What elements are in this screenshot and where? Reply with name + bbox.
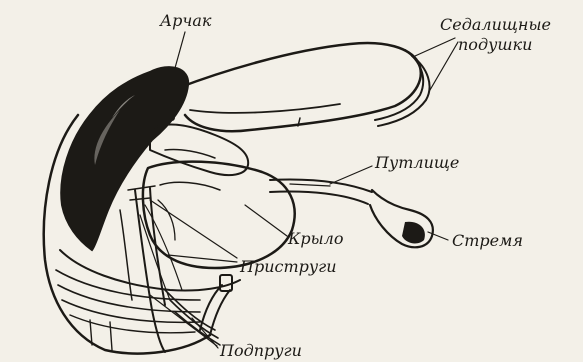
label-prystrugi: Приструги xyxy=(239,257,337,276)
label-archak: Арчак xyxy=(159,11,212,30)
label-seat-cushions-line1: Седалищные xyxy=(440,15,551,34)
label-krylo: Крыло xyxy=(287,229,343,248)
label-podprugi: Подпруги xyxy=(219,341,302,360)
label-stremya: Стремя xyxy=(452,231,523,250)
label-seat-cushions-line2: подушки xyxy=(458,35,532,54)
label-putlishche: Путлище xyxy=(374,153,459,172)
